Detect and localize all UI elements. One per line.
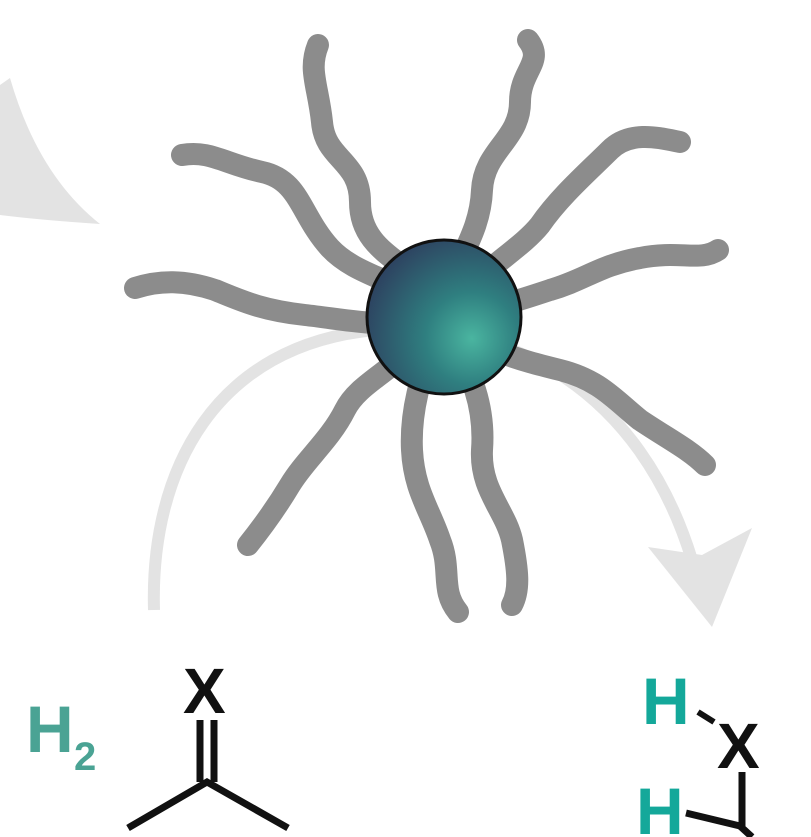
hx-bond-line [696, 709, 716, 725]
substrate-molecule: X [126, 655, 290, 832]
product-heteroatom: X [717, 710, 760, 782]
reaction-arrowhead-icon [648, 528, 752, 627]
substrate-skeleton [126, 777, 290, 832]
reagent-subscript: 2 [74, 735, 96, 779]
product-molecule: H X H [636, 664, 760, 837]
substrate-heteroatom: X [183, 655, 226, 727]
nanoparticle-sphere-icon [365, 238, 523, 396]
product-hydrogen-top: H [642, 664, 690, 738]
reagent-element: H [26, 692, 74, 766]
product-hydrogen-bottom: H [636, 774, 684, 837]
product-skeleton [737, 823, 755, 837]
partial-arrowhead-icon [0, 78, 100, 224]
hc-bond-line [685, 809, 741, 830]
reagent-h2: H 2 [26, 692, 96, 779]
